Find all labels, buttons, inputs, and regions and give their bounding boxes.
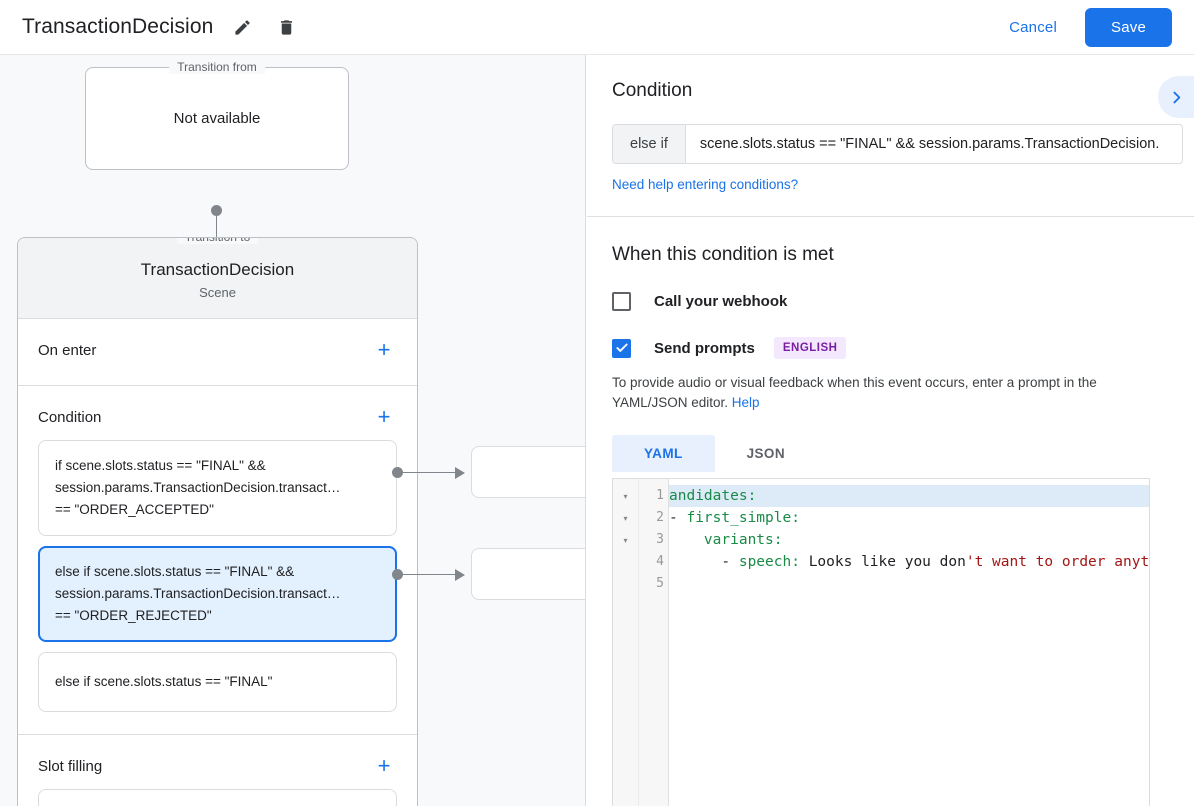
- edge-dot-rejected: [392, 569, 403, 580]
- edge-line-accepted: [400, 472, 455, 473]
- condition-line: else if scene.slots.status == "FINAL": [55, 674, 273, 689]
- trash-icon[interactable]: [271, 12, 301, 42]
- pencil-icon[interactable]: [227, 12, 257, 42]
- section-condition-title: Condition: [38, 408, 102, 426]
- add-slot-filling-button[interactable]: +: [377, 753, 391, 778]
- scene-header: TransactionDecision Scene: [18, 238, 417, 319]
- line-number: 1: [656, 488, 664, 503]
- transition-from-legend: Transition from: [169, 60, 265, 74]
- edge-line-rejected: [400, 574, 455, 575]
- call-webhook-checkbox[interactable]: [612, 292, 631, 311]
- fold-toggle: [613, 551, 638, 573]
- line-number: 4: [656, 554, 664, 569]
- section-on-enter-head: On enter +: [18, 319, 417, 373]
- condition-line: session.params.TransactionDecision.trans…: [55, 480, 341, 495]
- prompt-code-editor[interactable]: ▾ ▾ ▾ 1 2 3 4 5 andidates: - first_simpl…: [612, 478, 1150, 806]
- condition-help-link[interactable]: Need help entering conditions?: [612, 177, 799, 192]
- page-title: TransactionDecision: [22, 15, 214, 38]
- cancel-button[interactable]: Cancel: [995, 10, 1071, 45]
- prompts-description-text: To provide audio or visual feedback when…: [612, 375, 1097, 410]
- edge-dot-accepted: [392, 467, 403, 478]
- target-box-rejected[interactable]: [471, 548, 585, 600]
- fold-toggle[interactable]: ▾: [623, 535, 628, 545]
- scene-title: TransactionDecision: [140, 260, 295, 279]
- webhook-row: Call your webhook: [612, 292, 1169, 311]
- condition-line: == "ORDER_ACCEPTED": [55, 502, 214, 517]
- condition-card[interactable]: if scene.slots.status == "FINAL" && sess…: [38, 440, 397, 536]
- prompts-help-link[interactable]: Help: [731, 395, 760, 410]
- fold-toggle: [613, 573, 638, 595]
- slot-validation-card[interactable]: Slot validation: [38, 789, 397, 806]
- call-webhook-label: Call your webhook: [654, 293, 788, 310]
- condition-card-selected[interactable]: else if scene.slots.status == "FINAL" &&…: [38, 546, 397, 642]
- editor-line-numbers: 1 2 3 4 5: [639, 479, 669, 806]
- tab-json[interactable]: JSON: [746, 446, 785, 461]
- page-header: TransactionDecision Cancel Save: [0, 0, 1194, 55]
- section-condition: Condition + if scene.slots.status == "FI…: [18, 386, 417, 735]
- condition-line: if scene.slots.status == "FINAL" &&: [55, 458, 266, 473]
- section-slot-filling: Slot filling + Slot validation: [18, 735, 417, 806]
- fold-toggle[interactable]: ▾: [623, 513, 628, 523]
- language-badge: ENGLISH: [773, 337, 847, 359]
- editor-format-tabs: YAML JSON: [612, 435, 1169, 472]
- save-button[interactable]: Save: [1085, 7, 1172, 47]
- section-slot-filling-head: Slot filling +: [18, 735, 417, 789]
- section-condition-head: Condition +: [18, 386, 417, 440]
- fold-toggle[interactable]: ▾: [623, 491, 628, 501]
- condition-line: == "ORDER_REJECTED": [55, 608, 212, 623]
- transition-from-value: Not available: [173, 110, 261, 127]
- editor-code-area[interactable]: andidates: - first_simple: variants: - s…: [669, 479, 1149, 806]
- code-line[interactable]: - first_simple:: [669, 510, 800, 526]
- transition-from-box: Transition from Not available: [85, 60, 349, 170]
- transition-to-legend: Transition to: [176, 238, 259, 244]
- condition-expression-input[interactable]: [685, 125, 1182, 163]
- scene-graph-panel: Transition from Not available Transition…: [0, 55, 586, 806]
- add-condition-button[interactable]: +: [377, 404, 391, 429]
- code-line[interactable]: andidates:: [669, 485, 1149, 507]
- add-on-enter-button[interactable]: +: [377, 337, 391, 362]
- prompts-description: To provide audio or visual feedback when…: [612, 373, 1169, 413]
- line-number: 3: [656, 532, 664, 547]
- condition-heading: Condition: [612, 80, 693, 101]
- when-condition-met-heading: When this condition is met: [612, 244, 834, 265]
- edge-arrow-accepted: [455, 467, 465, 479]
- line-number: 2: [656, 510, 664, 525]
- section-on-enter: On enter +: [18, 319, 417, 386]
- condition-input-row: else if: [612, 124, 1183, 164]
- scene-subtitle: Scene: [199, 285, 236, 300]
- transition-to-card: Transition to TransactionDecision Scene …: [17, 237, 418, 806]
- send-prompts-label: Send prompts: [654, 339, 755, 357]
- line-number: 5: [656, 576, 664, 591]
- edge-arrow-rejected: [455, 569, 465, 581]
- editor-fold-column: ▾ ▾ ▾: [613, 479, 639, 806]
- send-prompts-checkbox[interactable]: [612, 338, 631, 358]
- code-line[interactable]: - speech: Looks like you don't want to o…: [669, 554, 1149, 570]
- condition-detail-panel: Condition else if Need help entering con…: [587, 55, 1194, 806]
- chevron-right-icon[interactable]: [1158, 76, 1194, 118]
- condition-line: session.params.TransactionDecision.trans…: [55, 586, 341, 601]
- section-slot-filling-title: Slot filling: [38, 757, 103, 775]
- target-box-accepted[interactable]: [471, 446, 585, 498]
- code-line[interactable]: [669, 573, 1149, 595]
- send-prompts-row: Send prompts ENGLISH: [612, 337, 1169, 359]
- tab-yaml[interactable]: YAML: [612, 435, 715, 472]
- condition-header-area: Condition else if Need help entering con…: [587, 55, 1194, 217]
- when-condition-met-area: When this condition is met Call your web…: [587, 217, 1194, 806]
- code-line[interactable]: variants:: [703, 532, 783, 548]
- condition-card[interactable]: else if scene.slots.status == "FINAL": [38, 652, 397, 712]
- section-on-enter-title: On enter: [38, 341, 97, 359]
- condition-prefix-label: else if: [613, 125, 686, 163]
- condition-line: else if scene.slots.status == "FINAL" &&: [55, 564, 295, 579]
